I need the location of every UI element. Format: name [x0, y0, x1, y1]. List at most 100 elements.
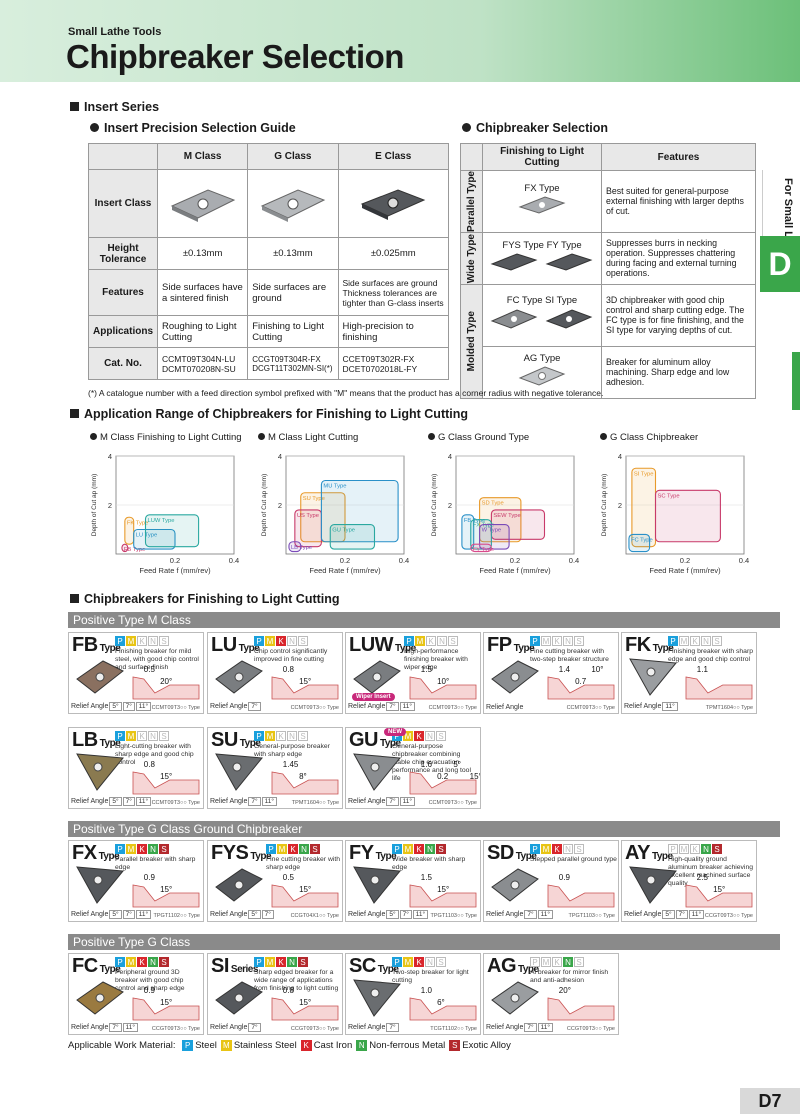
profile-shape: [685, 884, 753, 908]
chart-region-w-type: [479, 524, 510, 550]
card-catalog-type: TPGT1103○○ Type: [430, 913, 478, 919]
material-badge-s: S: [436, 844, 446, 854]
row-features: Features: [87, 269, 159, 316]
card-description: Fine cutting breaker with two-step break…: [530, 648, 609, 663]
material-swatch-n: N: [356, 1040, 368, 1051]
insert-image: [491, 660, 539, 694]
card-code-suffix: Type: [513, 643, 535, 654]
profile-shape: [547, 997, 615, 1021]
material-badge-p: P: [254, 957, 264, 967]
material-badge-n: N: [563, 636, 573, 646]
chart-region-label: US Type: [297, 513, 319, 519]
chart-region-lb-type: [288, 541, 302, 553]
insert-body: [353, 753, 401, 791]
card-description: Two-step breaker for light cutting: [392, 969, 469, 984]
card-description: Al breaker for mirror finish and anti-ad…: [530, 969, 609, 984]
material-badge-m: M: [415, 636, 425, 646]
card-catalog-type: CCMT09T3○○ Type: [428, 705, 477, 711]
feature-fys-fy: Suppresses burrs in necking operation. S…: [601, 231, 756, 285]
chart-region-label: SEW Type: [493, 513, 520, 519]
material-badge-n: N: [425, 731, 435, 741]
cell-tol-g: ±0.13mm: [247, 237, 339, 270]
material-name: Exotic Alloy: [462, 1040, 511, 1051]
profile-shape: [271, 771, 339, 795]
relief-angle-value: 7°: [109, 1023, 122, 1032]
relief-label: Relief Angle: [486, 1024, 524, 1031]
chart-region-gu-type: [329, 524, 376, 550]
card-catalog-type: CCMT09T3○○ Type: [290, 705, 339, 711]
relief-label: Relief Angle: [348, 1024, 386, 1031]
material-badge-n: N: [299, 844, 309, 854]
relief-angle-value: 11°: [537, 1023, 553, 1032]
chart-ytick-label: 4: [108, 452, 112, 461]
types-ag: AG Type: [482, 345, 602, 399]
material-badge-n: N: [148, 844, 158, 854]
insert-hole: [234, 880, 244, 890]
profile-shape: [132, 676, 200, 700]
chart-xtick-label: 0.2: [680, 556, 690, 565]
chart-title-3: G Class Chipbreaker: [600, 432, 698, 443]
chart-xtick-label: 0.2: [340, 556, 350, 565]
relief-angle-value: 11°: [261, 797, 277, 806]
side-tab-letter[interactable]: D: [760, 236, 800, 292]
material-badge-s: S: [159, 844, 169, 854]
profile-dimension: 5°: [453, 760, 461, 769]
material-badge-p: P: [115, 844, 125, 854]
relief-angle-value: 5°: [109, 702, 122, 711]
chart-region-sc-type: [654, 489, 721, 543]
profile-shape: [547, 676, 615, 700]
material-badge-k: K: [137, 636, 147, 646]
profile-shape: [685, 676, 753, 700]
relief-angle-value: 7°: [122, 702, 135, 711]
card-catalog-type: TPMT1604○○ Type: [705, 705, 753, 711]
material-badge-m: M: [126, 957, 136, 967]
chart-ytick-label: 2: [108, 501, 112, 510]
breaker-profile: 0.915°: [132, 873, 200, 908]
material-badge-n: N: [437, 636, 447, 646]
insert-hole: [370, 988, 380, 998]
material-badge-s: S: [159, 957, 169, 967]
profile-dimension: 20°: [559, 986, 571, 995]
chart-ytick-label: 4: [448, 452, 452, 461]
profile-dimension: 15°: [160, 998, 172, 1007]
precision-guide-title: Insert Precision Selection Guide: [90, 121, 296, 135]
col-type: Finishing to Light Cutting: [482, 143, 602, 171]
insert-image: [353, 979, 401, 1017]
material-badge-p: P: [392, 957, 402, 967]
material-badge-m: M: [541, 844, 551, 854]
relief-angle-value: 11°: [135, 702, 152, 711]
insert-body: [629, 866, 677, 904]
chipbreaker-selection-title: Chipbreaker Selection: [462, 121, 608, 135]
breaker-profile: 1.510°: [409, 665, 477, 700]
material-badge-s: S: [159, 731, 169, 741]
